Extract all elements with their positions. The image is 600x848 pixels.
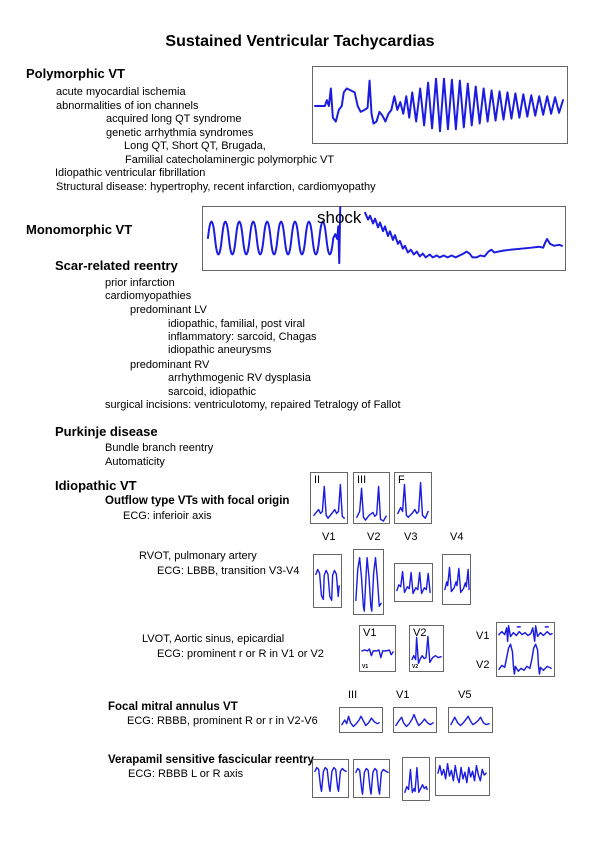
ecg-trace <box>395 713 434 728</box>
outline-item: Structural disease: hypertrophy, recent … <box>56 181 376 193</box>
ecg-trace <box>355 557 382 612</box>
lead-box-ii: II <box>310 472 348 524</box>
mitral-box-v1 <box>393 707 437 733</box>
lvot-box-pair <box>496 622 555 677</box>
ecg-trace <box>315 568 340 601</box>
lead-box-f: F <box>394 472 432 524</box>
polymorphic-heading: Polymorphic VT <box>26 66 125 81</box>
monomorphic-ecg-trace <box>206 206 564 265</box>
lead-sublabel: V1 <box>362 664 369 670</box>
lvot-line1: LVOT, Aortic sinus, epicardial <box>142 633 285 645</box>
outline-item: sarcoid, idiopathic <box>168 386 257 398</box>
mitral-box-iii <box>339 707 383 733</box>
ecg-trace <box>397 481 429 519</box>
verapamil-ecg-note: ECG: RBBB L or R axis <box>128 768 244 780</box>
outline-item: inflammatory: sarcoid, Chagas <box>168 331 317 343</box>
ecg-trace <box>498 625 553 675</box>
outline-item: predominant LV <box>130 304 207 316</box>
lead-label: V2 <box>413 627 427 639</box>
shock-label: shock <box>317 208 362 227</box>
monomorphic-heading: Monomorphic VT <box>26 222 133 237</box>
page-title: Sustained Ventricular Tachycardias <box>165 33 435 50</box>
lead-box-v3 <box>394 563 433 602</box>
lead-label-v1: V1 <box>322 531 336 543</box>
verapamil-box-2 <box>353 759 390 798</box>
mitral-box-v5 <box>448 707 493 733</box>
outflow-heading: Outflow type VTs with focal origin <box>105 495 290 507</box>
outline-item: cardiomyopathies <box>105 290 192 302</box>
ecg-trace <box>396 570 431 595</box>
ecg-trace <box>356 485 387 522</box>
outline-item: genetic arrhythmia syndromes <box>106 127 254 139</box>
mitral-ecg-note: ECG: RBBB, prominent R or r in V2-V6 <box>127 715 318 727</box>
ecg-trace <box>450 715 490 727</box>
outline-item: prior infarction <box>105 277 175 289</box>
outline-item: arrhythmogenic RV dysplasia <box>168 372 311 384</box>
scar-heading: Scar-related reentry <box>55 258 178 273</box>
pair-label-v2: V2 <box>476 659 490 671</box>
outline-item: abnormalities of ion channels <box>56 100 199 112</box>
monomorphic-ecg-box <box>202 206 566 271</box>
lead-label: II <box>314 474 321 486</box>
pair-label-v1: V1 <box>476 630 490 642</box>
verapamil-box-4 <box>435 757 490 796</box>
lead-label-v2: V2 <box>367 531 381 543</box>
outline-item: Long QT, Short QT, Brugada, <box>124 140 266 152</box>
verapamil-box-3 <box>402 757 430 801</box>
lead-label-iii: III <box>348 689 358 701</box>
outline-item: idiopathic aneurysms <box>168 344 272 356</box>
lead-label: III <box>357 474 367 486</box>
outline-item: Automaticity <box>105 456 165 468</box>
purkinje-heading: Purkinje disease <box>55 424 158 439</box>
lead-label-v4: V4 <box>450 531 464 543</box>
ecg-trace <box>404 766 428 794</box>
outline-item: Bundle branch reentry <box>105 442 214 454</box>
lead-label-v3: V3 <box>404 531 418 543</box>
ecg-trace <box>437 762 487 784</box>
outline-item: Idiopathic ventricular fibrillation <box>55 167 206 179</box>
outline-item: predominant RV <box>130 359 210 371</box>
mitral-heading: Focal mitral annulus VT <box>108 701 238 713</box>
verapamil-heading: Verapamil sensitive fascicular reentry <box>108 754 314 766</box>
lead-label: F <box>398 474 405 486</box>
lead-box-v2 <box>353 549 384 615</box>
lead-box-iii: III <box>353 472 390 524</box>
lead-sublabel: V2 <box>412 664 419 670</box>
ecg-trace <box>341 715 380 728</box>
ecg-trace <box>314 766 347 793</box>
ecg-trace <box>313 483 345 519</box>
lead-label: V1 <box>363 627 377 639</box>
outflow-ecg-note: ECG: inferioir axis <box>123 510 212 522</box>
idiopathic-heading: Idiopathic VT <box>55 478 137 493</box>
lead-label-v1: V1 <box>396 689 410 701</box>
ecg-trace <box>355 767 389 795</box>
outline-item: idiopathic, familial, post viral <box>168 318 305 330</box>
lead-label-v5: V5 <box>458 689 472 701</box>
rvot-ecg-note: ECG: LBBB, transition V3-V4 <box>157 565 300 577</box>
outline-item: surgical incisions: ventriculotomy, repa… <box>105 399 401 411</box>
verapamil-box-1 <box>312 759 349 798</box>
lvot-box-v2: V2 V2 <box>409 625 444 672</box>
ecg-trace <box>411 635 442 665</box>
polymorphic-ecg-trace <box>313 77 565 133</box>
rvot-line1: RVOT, pulmonary artery <box>139 550 257 562</box>
ecg-trace <box>361 648 394 659</box>
lvot-box-v1: V1 V1 <box>359 625 396 672</box>
polymorphic-ecg-box <box>312 66 568 144</box>
outline-item: Familial catecholaminergic polymorphic V… <box>125 154 335 166</box>
outline-item: acquired long QT syndrome <box>106 113 242 125</box>
lvot-ecg-note: ECG: prominent r or R in V1 or V2 <box>157 648 324 660</box>
outline-item: acute myocardial ischemia <box>56 86 186 98</box>
lead-box-v1 <box>313 554 342 608</box>
ecg-trace <box>444 566 470 594</box>
lead-box-v4 <box>442 554 471 605</box>
